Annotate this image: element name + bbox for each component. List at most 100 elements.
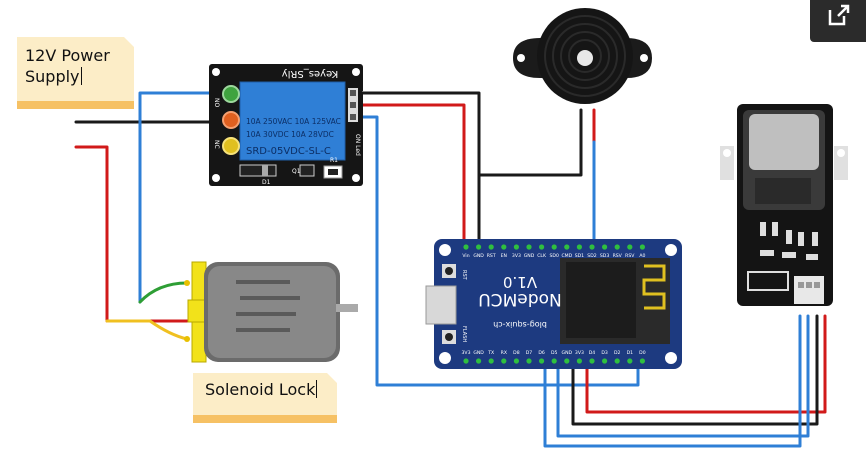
bottom-pin-3[interactable] bbox=[501, 358, 507, 364]
relay-brand: Keyes_SRly bbox=[282, 68, 339, 79]
solenoid-lock bbox=[184, 261, 358, 363]
fingerprint-sensor bbox=[720, 104, 848, 306]
signal-pin-gnd: - bbox=[362, 88, 364, 95]
top-pin-9[interactable] bbox=[576, 244, 583, 250]
note-solenoid-lock[interactable]: Solenoid Lock bbox=[193, 373, 337, 423]
bottom-pin-8[interactable] bbox=[564, 358, 570, 364]
bottom-pin-label-14: D0 bbox=[639, 350, 646, 356]
bottom-pin-label-5: D7 bbox=[526, 350, 533, 356]
bottom-pin-1[interactable] bbox=[476, 358, 482, 364]
bottom-pin-10[interactable] bbox=[589, 358, 595, 364]
bottom-pin-label-13: D1 bbox=[627, 350, 634, 356]
top-pin-11[interactable] bbox=[602, 244, 608, 250]
top-pin-6[interactable] bbox=[539, 244, 545, 250]
nodemcu-website: blog-squix-ch bbox=[493, 320, 547, 329]
wire-relay-gnd bbox=[358, 91, 481, 247]
bottom-pin-label-12: D2 bbox=[614, 350, 621, 356]
rst-button[interactable] bbox=[445, 267, 453, 275]
top-pin-label-5: GND bbox=[524, 253, 535, 259]
relay-q1: Q1 bbox=[292, 168, 301, 175]
bottom-pin-5[interactable] bbox=[526, 358, 532, 364]
top-pin-label-6: CLK bbox=[537, 253, 547, 259]
bottom-pin-label-10: D4 bbox=[589, 350, 596, 356]
terminal-com[interactable] bbox=[222, 111, 240, 129]
bottom-pin-label-6: D6 bbox=[538, 350, 545, 356]
top-pin-3[interactable] bbox=[501, 244, 507, 250]
relay-d1: D1 bbox=[262, 179, 271, 186]
wire-fp-red bbox=[585, 314, 827, 414]
bottom-pin-0[interactable] bbox=[463, 358, 469, 364]
bottom-pin-label-3: RX bbox=[501, 350, 507, 356]
fp-connector bbox=[794, 276, 824, 304]
note-power-supply-text: 12V Power Supply bbox=[25, 46, 110, 86]
top-pin-label-14: A0 bbox=[639, 253, 645, 259]
top-pin-5[interactable] bbox=[526, 244, 532, 250]
wire-fp-blue1 bbox=[556, 314, 810, 438]
flash-label: FLASH bbox=[461, 326, 467, 342]
wire-power-red bbox=[74, 145, 189, 323]
top-pin-label-3: EN bbox=[501, 253, 507, 259]
bottom-pin-12[interactable] bbox=[614, 358, 620, 364]
bottom-pin-6[interactable] bbox=[539, 358, 545, 364]
usb-port bbox=[425, 285, 457, 325]
nodemcu-version: V1.0 bbox=[503, 273, 537, 291]
nodemcu-title: NodeMCU bbox=[478, 289, 561, 309]
text-cursor bbox=[80, 67, 82, 85]
wire-relay-signal bbox=[358, 115, 640, 387]
wire-solenoid-yellow bbox=[105, 319, 189, 341]
bottom-pin-label-1: GND bbox=[473, 350, 484, 356]
external-link-icon bbox=[828, 4, 850, 26]
bottom-pin-14[interactable] bbox=[639, 358, 646, 364]
top-pin-0[interactable] bbox=[463, 244, 469, 250]
pin-label-nc: NC bbox=[213, 140, 220, 149]
top-pin-label-9: SD1 bbox=[575, 253, 584, 259]
top-pin-10[interactable] bbox=[589, 244, 595, 250]
terminal-no[interactable] bbox=[222, 85, 240, 103]
buzzer-center bbox=[577, 50, 593, 66]
top-pin-7[interactable] bbox=[551, 244, 557, 250]
top-pin-13[interactable] bbox=[627, 244, 633, 250]
note-power-supply[interactable]: 12V Power Supply bbox=[17, 37, 134, 109]
bottom-pin-label-11: D3 bbox=[601, 350, 608, 356]
top-pin-label-2: RST bbox=[487, 253, 496, 259]
bottom-pin-label-4: D8 bbox=[513, 350, 520, 356]
top-pin-label-1: GND bbox=[473, 253, 484, 259]
top-pin-12[interactable] bbox=[614, 244, 620, 250]
bottom-pin-label-8: GND bbox=[562, 350, 573, 356]
flash-button[interactable] bbox=[445, 333, 453, 341]
top-pin-14[interactable] bbox=[639, 244, 646, 250]
nodemcu-board: RST FLASH V1.0 NodeMCU blog-squix-ch Vin… bbox=[425, 239, 682, 369]
bottom-pin-label-2: TX bbox=[487, 350, 494, 356]
relay-led-label: ON Led bbox=[354, 134, 361, 156]
relay-model: SRD-05VDC-SL-C bbox=[246, 146, 331, 157]
external-link-button[interactable] bbox=[810, 0, 866, 42]
bottom-pin-9[interactable] bbox=[576, 358, 583, 364]
relay-r1: R1 bbox=[330, 157, 338, 164]
note-power-supply-bar bbox=[17, 101, 134, 109]
bottom-pin-4[interactable] bbox=[513, 358, 520, 364]
top-pin-1[interactable] bbox=[476, 244, 482, 250]
terminal-nc[interactable] bbox=[222, 137, 240, 155]
wire-solenoid-green bbox=[138, 281, 189, 304]
relay-rating-2: 10A 30VDC 10A 28VDC bbox=[246, 130, 334, 139]
wire-fp-blue2 bbox=[543, 314, 802, 448]
pin-label-no: NO bbox=[213, 98, 220, 107]
bottom-pin-11[interactable] bbox=[602, 358, 608, 364]
bottom-pin-13[interactable] bbox=[627, 358, 633, 364]
wire-relay-vcc bbox=[358, 103, 466, 247]
wire-relay-no-blue bbox=[138, 91, 228, 304]
top-pin-label-7: SD0 bbox=[550, 253, 559, 259]
bottom-pin-7[interactable] bbox=[551, 358, 557, 364]
bottom-pin-2[interactable] bbox=[488, 358, 494, 364]
wire-fp-black bbox=[571, 314, 819, 426]
top-pin-8[interactable] bbox=[564, 244, 570, 250]
top-pin-4[interactable] bbox=[513, 244, 520, 250]
relay-module: Keyes_SRly 10A 250VAC 10A 125VAC 10A 30V… bbox=[209, 64, 364, 186]
top-pin-label-8: CMD bbox=[561, 253, 572, 259]
top-pin-label-4: 3V3 bbox=[512, 253, 521, 259]
relay-body bbox=[239, 81, 346, 161]
top-pin-2[interactable] bbox=[488, 244, 494, 250]
